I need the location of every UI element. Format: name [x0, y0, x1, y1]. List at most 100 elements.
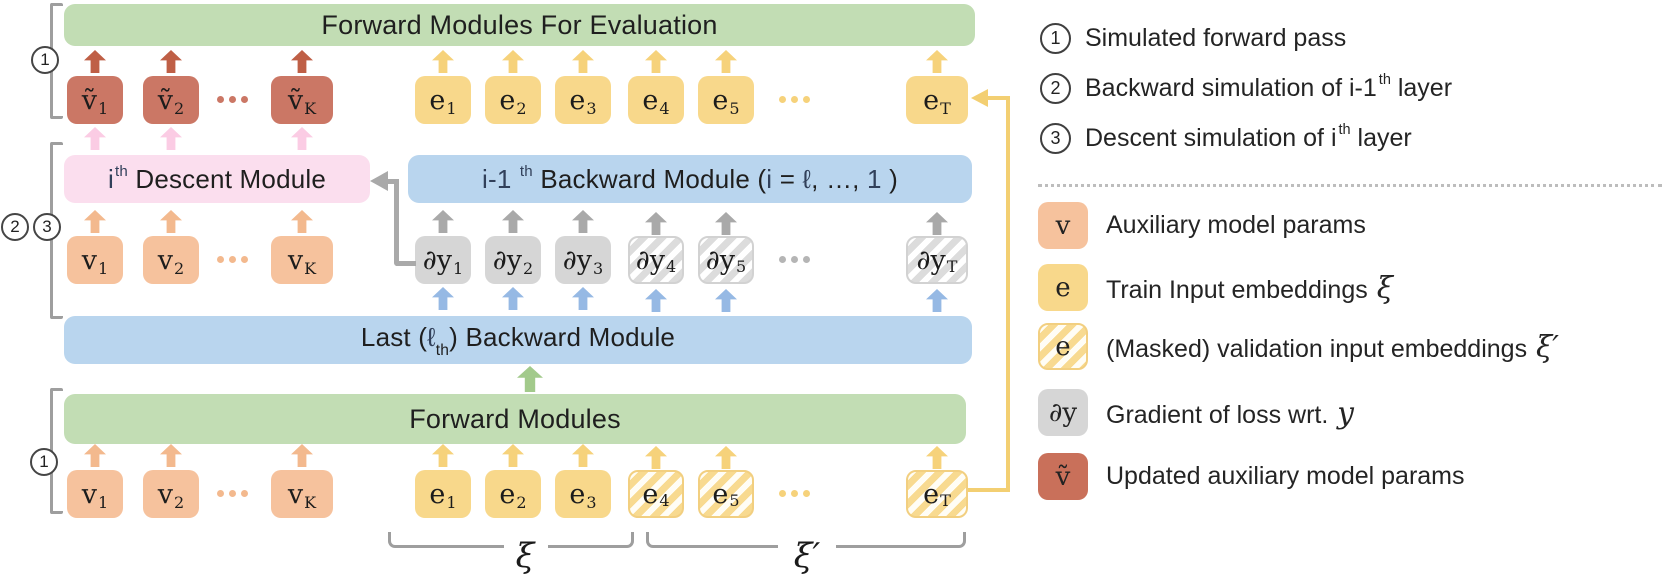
arrow-up-icon — [645, 289, 667, 312]
connector-et-loop — [1006, 96, 1010, 492]
last-backward-module-bar: Last (ℓth) Backward Module — [64, 316, 972, 364]
masked-e-token-swatch: e — [1038, 323, 1088, 370]
forward-modules-bar: Forward Modules — [64, 394, 966, 444]
arrow-up-icon — [84, 50, 106, 73]
arrow-up-icon — [502, 444, 524, 467]
step-badge-1: 1 — [31, 46, 59, 74]
ellipsis — [779, 490, 810, 497]
arrow-up-icon — [291, 50, 313, 73]
legend-key-aux-params: v Auxiliary model params — [1038, 202, 1366, 249]
connector-et-loop — [988, 96, 1010, 100]
arrow-up-icon — [572, 444, 594, 467]
connector-et-loop — [968, 488, 1010, 492]
backward-module-i1-bar: i-1 th Backward Module (i = ℓ, …, 1 ) — [408, 155, 972, 203]
connector-gradient-to-descent — [394, 179, 399, 266]
connector-gradient-to-descent — [387, 179, 397, 184]
arrow-up-icon — [926, 50, 948, 73]
bar-label: i-1 th Backward Module (i = ℓ, …, 1 ) — [482, 162, 898, 194]
arrow-up-icon — [160, 50, 182, 73]
v-token-swatch: v — [1038, 202, 1088, 249]
descent-module-bar: ith Descent Module — [64, 155, 370, 203]
connector-gradient-to-descent — [396, 261, 416, 266]
step-3-badge: 3 — [1040, 122, 1071, 154]
arrow-up-icon — [84, 444, 106, 467]
arrow-up-icon — [291, 444, 313, 467]
underbrace-xi-prime — [836, 532, 966, 548]
xi-prime-label: ξ′ — [793, 536, 821, 576]
dy-token-swatch: ∂y — [1038, 389, 1088, 436]
arrow-up-icon — [291, 127, 313, 150]
arrow-up-icon — [572, 50, 594, 73]
step-1-badge: 1 — [1040, 22, 1071, 54]
legend-step-1: 1 Simulated forward pass — [1040, 20, 1346, 56]
arrow-up-icon — [715, 289, 737, 312]
arrow-up-icon — [517, 366, 543, 392]
arrow-up-icon — [432, 444, 454, 467]
arrow-up-icon — [715, 212, 737, 235]
arrow-up-icon — [160, 127, 182, 150]
underbrace-xi — [388, 532, 504, 548]
legend-divider — [1038, 184, 1662, 187]
bar-label: Forward Modules For Evaluation — [321, 9, 718, 40]
arrow-up-icon — [84, 127, 106, 150]
xi-label: ξ — [515, 536, 535, 576]
arrow-left-icon — [971, 89, 988, 107]
ellipsis — [217, 256, 248, 263]
arrow-up-icon — [645, 446, 667, 469]
legend-key-text: Gradient of loss wrt. y — [1106, 395, 1354, 430]
arrow-up-icon — [572, 287, 594, 310]
arrow-up-icon — [645, 212, 667, 235]
arrow-up-icon — [926, 289, 948, 312]
arrow-up-icon — [502, 50, 524, 73]
ellipsis — [779, 96, 810, 103]
arrow-up-icon — [502, 287, 524, 310]
e-token-swatch: e — [1038, 264, 1088, 311]
arrow-up-icon — [432, 287, 454, 310]
arrow-up-icon — [160, 444, 182, 467]
ellipsis — [217, 96, 248, 103]
bar-label: ith Descent Module — [107, 162, 327, 194]
ellipsis — [779, 256, 810, 263]
legend-key-train-embeddings: e Train Input embeddings ξ — [1038, 264, 1393, 311]
arrow-up-icon — [715, 50, 737, 73]
arrow-left-icon — [370, 171, 388, 191]
legend-key-text: Updated auxiliary model params — [1106, 462, 1465, 490]
step-badge-3: 3 — [33, 213, 61, 241]
legend-key-text: (Masked) validation input embeddings ξ′ — [1106, 329, 1559, 364]
arrow-up-icon — [926, 212, 948, 235]
arrow-up-icon — [432, 50, 454, 73]
forward-modules-for-evaluation-bar: Forward Modules For Evaluation — [64, 4, 975, 46]
legend-key-masked-validation-embeddings: e (Masked) validation input embeddings ξ… — [1038, 323, 1559, 370]
arrow-up-icon — [572, 210, 594, 233]
legend-step-text: Simulated forward pass — [1085, 23, 1347, 52]
arrow-up-icon — [645, 50, 667, 73]
underbrace-xi-prime — [646, 532, 778, 548]
